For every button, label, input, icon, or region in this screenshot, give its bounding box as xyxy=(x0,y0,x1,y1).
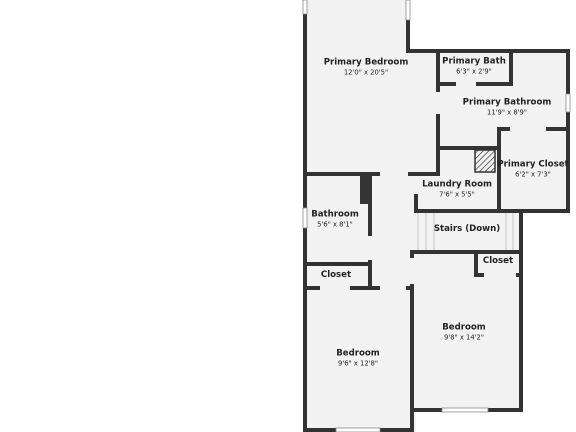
room-name: Closet xyxy=(320,270,352,281)
room-bedroom-right: Bedroom 9'8" x 14'2" xyxy=(442,322,486,343)
room-dimensions: 7'6" x 5'5" xyxy=(439,190,475,199)
room-dimensions: 6'3" x 2'9" xyxy=(456,67,492,76)
room-primary-closet: Primary Closet 6'2" x 7'3" xyxy=(497,159,569,180)
room-dimensions: 6'2" x 7'3" xyxy=(515,170,551,179)
room-name: Laundry Room xyxy=(422,179,492,190)
room-name: Primary Bathroom xyxy=(462,97,552,108)
windows xyxy=(302,0,571,432)
room-name: Bedroom xyxy=(442,322,486,333)
room-name: Stairs (Down) xyxy=(433,224,501,235)
room-name: Bathroom xyxy=(311,209,359,220)
room-closet-left: Closet xyxy=(320,270,352,281)
room-primary-bath: Primary Bath 6'3" x 2'9" xyxy=(442,56,506,77)
room-dimensions: 9'8" x 14'2" xyxy=(444,333,484,342)
room-dimensions: 12'0" x 20'5" xyxy=(343,68,389,77)
room-name: Bedroom xyxy=(336,348,380,359)
room-dimensions: 11'9" x 8'9" xyxy=(487,108,527,117)
laundry-hatched-fixture xyxy=(474,149,496,173)
room-dimensions: 5'6" x 8'1" xyxy=(317,220,353,229)
room-name: Primary Closet xyxy=(497,159,569,170)
room-name: Primary Bedroom xyxy=(323,57,409,68)
room-primary-bedroom: Primary Bedroom 12'0" x 20'5" xyxy=(323,57,409,78)
room-dimensions: 9'6" x 12'8" xyxy=(338,359,378,368)
door-openings xyxy=(320,82,546,290)
room-name: Closet xyxy=(482,256,514,267)
stairs-steps xyxy=(417,213,514,250)
room-bedroom-left: Bedroom 9'6" x 12'8" xyxy=(336,348,380,369)
room-bathroom: Bathroom 5'6" x 8'1" xyxy=(311,209,359,230)
room-laundry-room: Laundry Room 7'6" x 5'5" xyxy=(422,179,492,200)
room-name: Primary Bath xyxy=(442,56,506,67)
room-primary-bathroom: Primary Bathroom 11'9" x 8'9" xyxy=(462,97,552,118)
room-stairs: Stairs (Down) xyxy=(433,224,501,235)
room-closet-right: Closet xyxy=(482,256,514,267)
